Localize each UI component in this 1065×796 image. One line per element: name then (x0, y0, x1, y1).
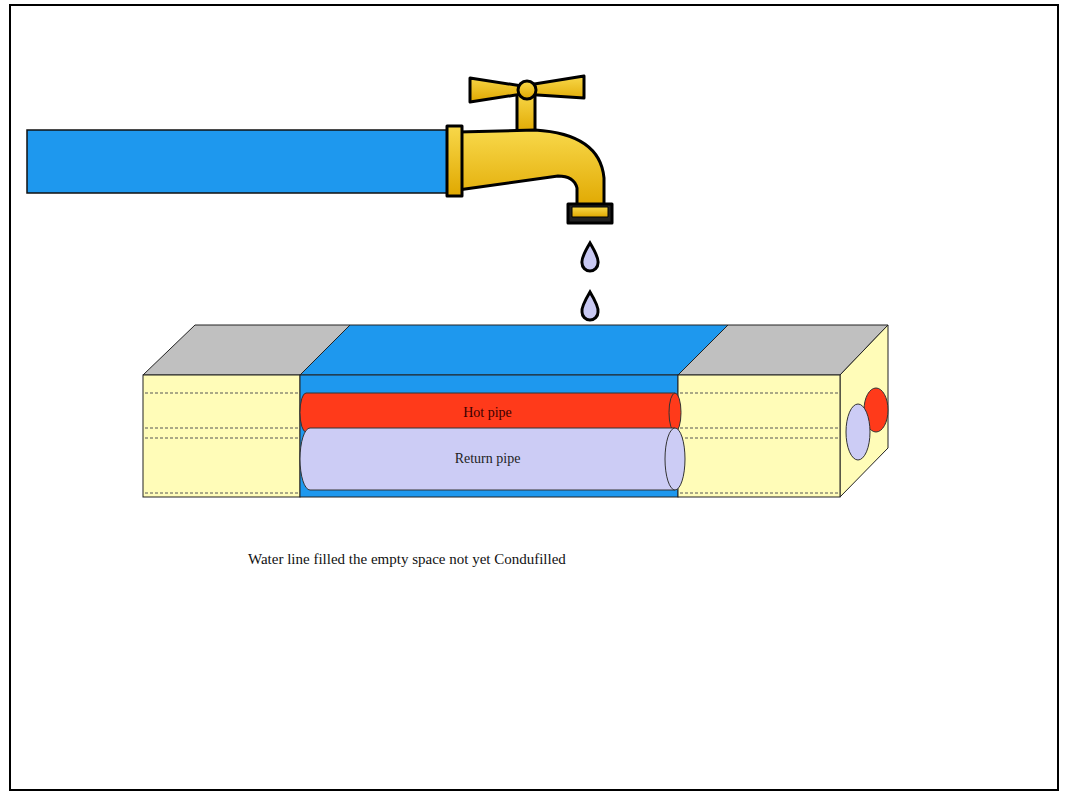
pipe-label: Return pipe (455, 451, 521, 466)
faucet (447, 76, 612, 223)
pipe-ends (846, 388, 888, 460)
water-drops (582, 243, 598, 320)
trench-box (143, 325, 888, 497)
caption-text: Water line filled the empty space not ye… (248, 551, 566, 568)
water-hose (27, 130, 451, 193)
dashed-lines (145, 393, 838, 493)
hot-pipe: Hot pipe (300, 393, 675, 432)
pipe-label: Hot pipe (463, 405, 512, 420)
frame (10, 5, 1058, 790)
return-pipe: Return pipe (300, 428, 675, 490)
